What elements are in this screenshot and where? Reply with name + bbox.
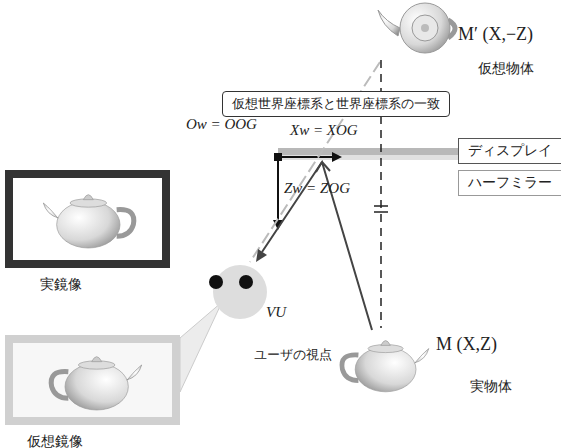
annotation: Zw = ZOG: [284, 180, 350, 197]
image-caption: 実鏡像: [40, 276, 82, 294]
real-teapot: [342, 341, 429, 392]
annotation: Ow = OOG: [186, 116, 257, 133]
annotation: ユーザの視点: [254, 346, 332, 364]
box-label: 仮想世界座標系と世界座標系の一致: [231, 95, 441, 113]
virtual-teapot: [378, 3, 455, 53]
box-label: ハーフミラー: [467, 174, 553, 192]
image-caption: 仮想鏡像: [27, 433, 83, 448]
annotation: 仮想物体: [478, 60, 534, 78]
half-mirror-band: [278, 155, 458, 160]
teapot-image: [51, 357, 141, 410]
light-ray: [262, 162, 372, 330]
user-head: [209, 265, 267, 319]
annotation: Xw = XOG: [290, 122, 358, 139]
image-frame: 実鏡像: [5, 170, 170, 268]
reflection-point: [316, 162, 330, 172]
label-box: ハーフミラー: [458, 170, 561, 196]
arrowhead: [256, 249, 267, 262]
label-box: 仮想世界座標系と世界座標系の一致: [222, 91, 450, 117]
annotation: 実物体: [470, 378, 512, 396]
annotation: M′ (X,−Z): [458, 24, 533, 45]
annotation: VU: [266, 304, 286, 321]
display-band: [278, 148, 458, 155]
box-label: ディスプレイ: [467, 142, 553, 160]
label-box: ディスプレイ: [458, 138, 561, 164]
real-image-frame: [9, 174, 166, 264]
virtual-image-frame: [9, 339, 176, 421]
teapot-image: [43, 195, 133, 248]
image-frame: 仮想鏡像: [5, 335, 180, 425]
leader: [180, 302, 222, 392]
annotation: M (X,Z): [436, 334, 497, 355]
